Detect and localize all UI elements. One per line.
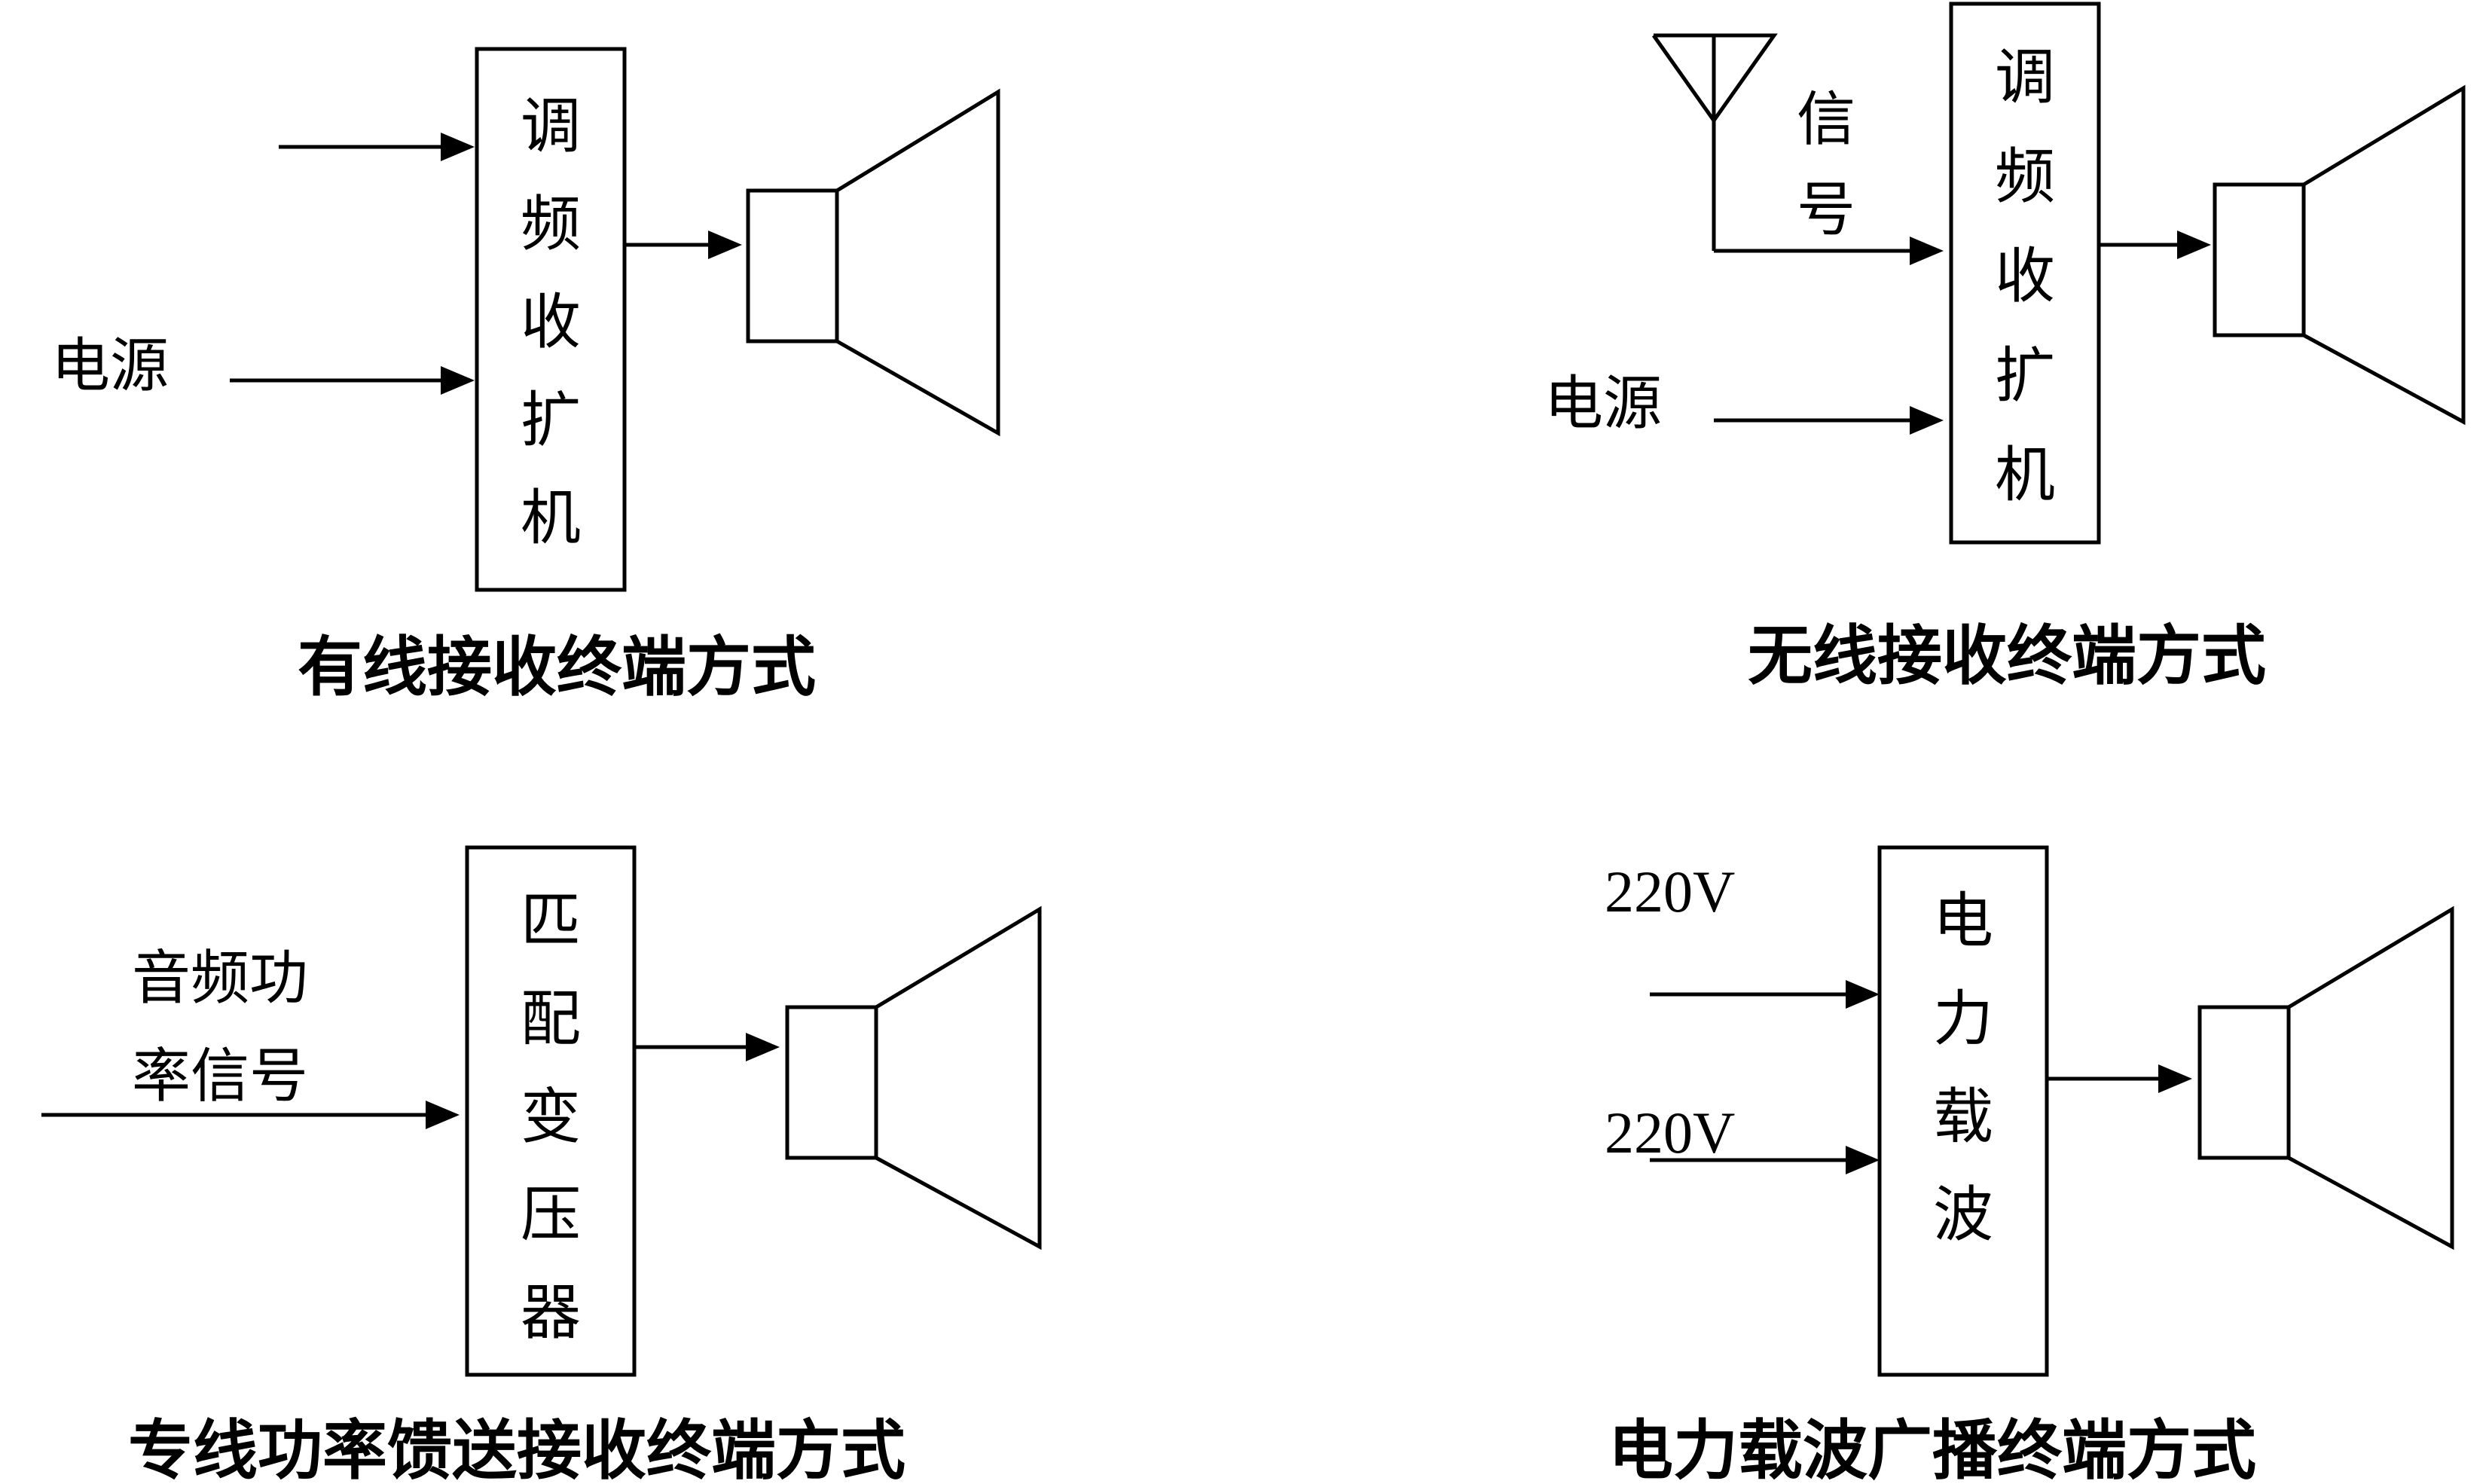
speaker-icon (2213, 84, 2466, 426)
wired-box-char: 收 (521, 287, 581, 357)
wireless-box-char: 调 (1995, 42, 2055, 112)
wireless-caption: 无线接收终端方式 (1748, 618, 2266, 694)
wireless-box-char: 收 (1995, 241, 2055, 311)
wireless-box-char: 频 (1995, 142, 2055, 212)
wired-box-char: 频 (521, 189, 581, 259)
arrowhead (746, 1033, 780, 1061)
dedicated-box-char: 压 (521, 1180, 581, 1250)
wired-box-char: 调 (521, 91, 581, 161)
wired-receiver-box (475, 47, 627, 592)
dedicated-caption: 专线功率馈送接收终端方式 (128, 1412, 906, 1484)
matching-transformer-box (465, 845, 637, 1377)
carrier-input2-label: 220V (1605, 1100, 1735, 1165)
arrowhead (708, 231, 742, 259)
power-carrier-box (1877, 845, 2049, 1377)
wireless-signal-char: 信 (1797, 86, 1855, 154)
dedicated-box-char: 匹 (521, 886, 581, 956)
carrier-box-char: 载 (1933, 1082, 1993, 1152)
arrowhead (426, 1101, 460, 1129)
wireless-power-label: 电源 (1544, 370, 1662, 438)
dedicated-box-char: 器 (521, 1278, 581, 1348)
speaker-icon (2197, 905, 2454, 1250)
carrier-panel: 220V 220V 电 力 载 波 电力载波广播终端方式 (1605, 845, 2454, 1484)
wired-panel: 电源 调 频 收 扩 机 有线接收终端方式 (51, 47, 1000, 705)
wired-caption: 有线接收终端方式 (298, 629, 816, 705)
carrier-box-char: 力 (1933, 984, 1993, 1054)
arrowhead (1846, 1146, 1880, 1174)
carrier-input1-label: 220V (1605, 859, 1735, 924)
wireless-box-char: 机 (1995, 440, 2055, 510)
dedicated-input-label-line1: 音频功 (132, 945, 308, 1012)
arrowhead (1846, 980, 1880, 1009)
carrier-caption: 电力载波广播终端方式 (1608, 1412, 2256, 1484)
wireless-receiver-box (1949, 2, 2101, 545)
dedicated-box-char: 变 (521, 1082, 581, 1152)
arrowhead (2158, 1064, 2192, 1093)
speaker-icon (785, 905, 1042, 1250)
arrowhead (1910, 237, 1944, 265)
wired-power-label: 电源 (51, 332, 169, 400)
arrowhead (1910, 406, 1944, 435)
dedicated-input-label-line2: 率信号 (132, 1043, 308, 1110)
wireless-box-char: 扩 (1995, 340, 2055, 411)
carrier-box-char: 波 (1933, 1180, 1993, 1250)
speaker-icon (746, 88, 1000, 437)
wired-box-char: 扩 (521, 385, 581, 455)
wireless-panel: 信 号 电源 调 频 收 扩 机 无线接收终端方式 (1544, 2, 2466, 694)
carrier-box-char: 电 (1933, 886, 1993, 956)
arrowhead (441, 133, 475, 161)
wireless-signal-char: 号 (1797, 176, 1855, 244)
antenna-icon (1651, 33, 1778, 251)
wired-box-char: 机 (521, 483, 581, 553)
arrowhead (441, 366, 475, 395)
dedicated-box-char: 配 (521, 984, 581, 1054)
arrowhead (2177, 231, 2211, 259)
dedicated-panel: 音频功 率信号 匹 配 变 压 器 专线功率馈送接收终端方式 (41, 845, 1042, 1484)
